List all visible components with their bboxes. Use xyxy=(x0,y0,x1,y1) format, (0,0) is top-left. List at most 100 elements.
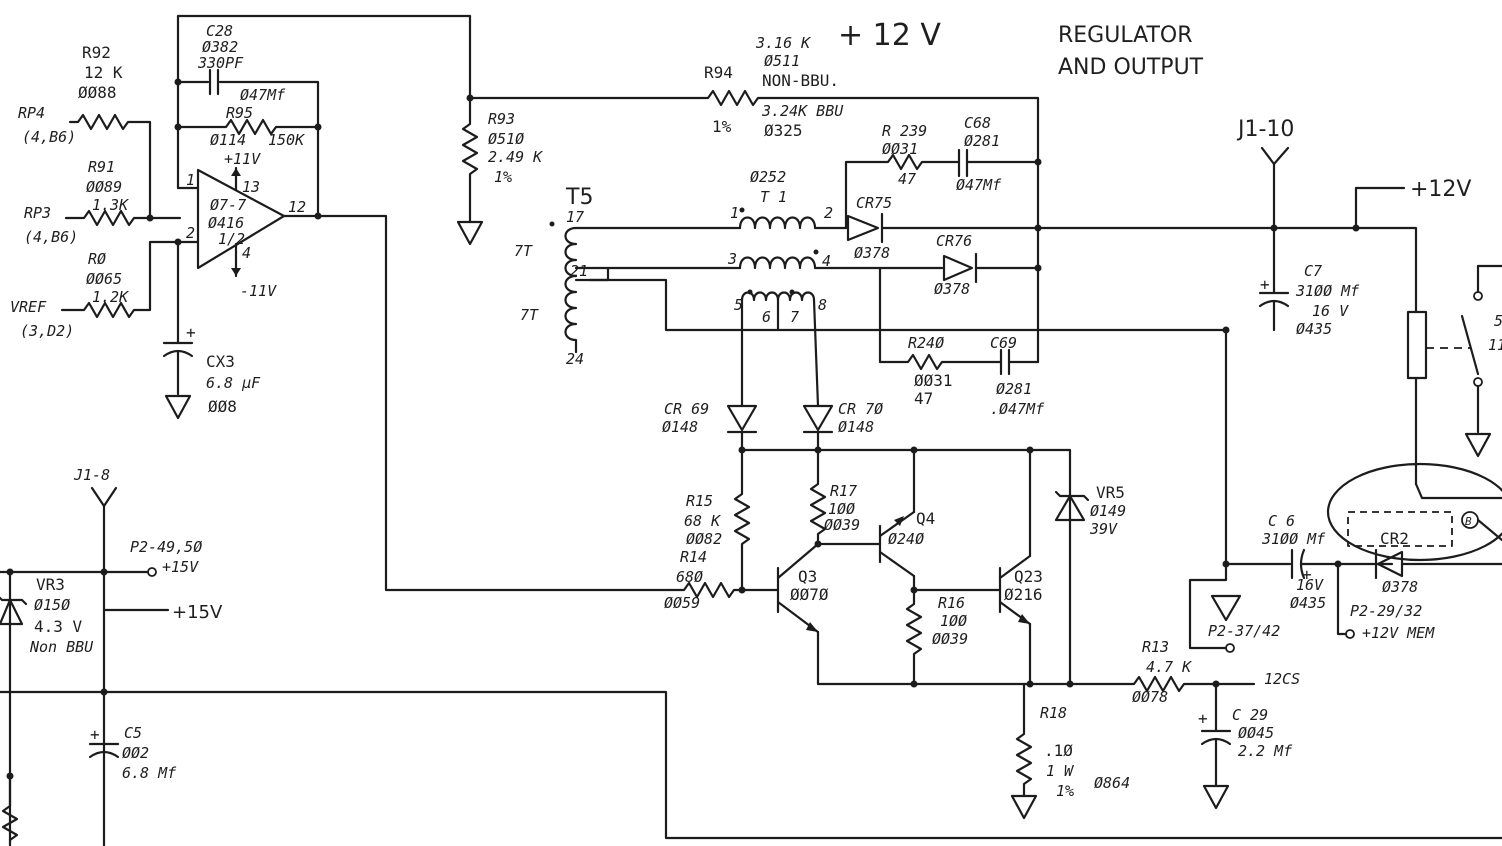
r90-value: 1.2K xyxy=(92,288,129,306)
c29-ref: C 29 xyxy=(1232,706,1268,724)
p2-49-label: +15V xyxy=(162,558,199,576)
opamp-u1 xyxy=(196,168,286,270)
j1-10-connector xyxy=(1260,146,1290,166)
relay-coil xyxy=(1406,310,1428,380)
q4-emitter xyxy=(878,550,916,578)
r91-part: ØØ89 xyxy=(86,178,122,196)
q23-collector xyxy=(998,554,1032,580)
r92-part: ØØ88 xyxy=(78,83,117,102)
p2-49-terminal xyxy=(147,567,157,577)
j1-8-connector xyxy=(90,486,118,508)
t5-bottom-wire xyxy=(588,278,1228,332)
r14-ref: R14 xyxy=(680,548,707,566)
c7-volt: 16 V xyxy=(1312,302,1349,320)
c29-ground-icon xyxy=(1202,784,1230,810)
rp4-loc: (4,B6) xyxy=(22,128,76,146)
cx3-value: 6.8 μF xyxy=(206,374,261,392)
relay-switch-arm xyxy=(1460,314,1480,376)
r93-tol: 1% xyxy=(494,168,512,186)
r15-ref: R15 xyxy=(686,492,713,510)
r94-resistor xyxy=(468,89,1040,364)
p2-29-wire xyxy=(1336,562,1348,636)
backup-module-outline xyxy=(1326,462,1502,562)
r17-ref: R17 xyxy=(830,482,857,500)
opamp-pin-13: 13 xyxy=(242,178,260,196)
t5-ref: T5 xyxy=(565,185,593,210)
r13-value: 4.7 K xyxy=(1146,658,1192,676)
r16-value: 1ØØ xyxy=(940,612,967,630)
module-terminal-lead xyxy=(1476,518,1502,542)
p2-37-ref: P2-37/42 xyxy=(1208,622,1280,640)
r17-resistor xyxy=(809,448,827,546)
snubber-a xyxy=(844,153,960,230)
junction-q3-base xyxy=(738,586,746,594)
cr76-diode xyxy=(942,254,974,282)
r16-part: ØØ39 xyxy=(932,630,968,648)
vr5-zener xyxy=(1054,494,1086,522)
q4-arrow xyxy=(894,516,904,526)
t1-dot-4 xyxy=(813,249,819,255)
q23-ref: Q23 xyxy=(1014,567,1043,586)
r94-n1: NON-BBU. xyxy=(762,71,839,90)
r94-p2: Ø325 xyxy=(764,121,803,140)
vr5-ref: VR5 xyxy=(1096,483,1125,502)
t1-dot-1 xyxy=(739,207,745,213)
r94-p1: Ø511 xyxy=(764,52,800,70)
opamp-pin-2: 2 xyxy=(186,224,195,242)
t1-pin-1: 1 xyxy=(730,204,739,222)
relay-hint-a: 5 xyxy=(1494,312,1502,330)
cr70-ref: CR 7Ø xyxy=(838,400,883,418)
p2-29-label: +12V MEM xyxy=(1362,624,1435,642)
c5-plus: + xyxy=(90,725,100,744)
c6-plus: + xyxy=(1302,565,1312,584)
r239-ref: R 239 xyxy=(882,122,927,140)
opamp-to-q3-wire xyxy=(316,214,672,592)
c68-ref: C68 xyxy=(964,114,991,132)
r14-part: ØØ59 xyxy=(664,594,700,612)
junction-ground-bus xyxy=(100,688,108,696)
r94-v1: 3.16 K xyxy=(755,34,811,52)
r17-part: ØØ39 xyxy=(824,516,860,534)
q4-part: Ø24Ø xyxy=(888,530,924,548)
r240-part: ØØ31 xyxy=(914,371,953,390)
t1-pin-4: 4 xyxy=(822,252,831,270)
r13-part: ØØ78 xyxy=(1132,688,1168,706)
opamp-vpos: +11V xyxy=(224,150,261,168)
unreg-rail xyxy=(740,448,1072,686)
cr2-part: Ø378 xyxy=(1382,578,1418,596)
cx3-part: ØØ8 xyxy=(208,397,237,416)
r16-ref: R16 xyxy=(938,594,965,612)
cr75-part: Ø378 xyxy=(854,244,890,262)
r239-part: ØØ31 xyxy=(882,140,918,158)
r93-value: 2.49 K xyxy=(488,148,543,166)
r18-part: Ø864 xyxy=(1094,774,1130,792)
c6-ref: C 6 xyxy=(1268,512,1295,530)
c6-part: Ø435 xyxy=(1290,594,1326,612)
c7-value: 31ØØ Mf xyxy=(1295,282,1360,300)
r95-part: Ø114 xyxy=(210,131,246,149)
r90-resistor xyxy=(60,240,200,319)
module-terminal-b-mark: B xyxy=(1465,515,1472,528)
vr3-note: Non BBU xyxy=(29,638,94,656)
rp3-ref: RP3 xyxy=(24,204,51,222)
net-12cs: 12CS xyxy=(1264,670,1300,688)
vr5-value: 39V xyxy=(1089,520,1118,538)
c69-value: .Ø47Mf xyxy=(990,400,1045,418)
cr70-part: Ø148 xyxy=(838,418,874,436)
cr70-diode xyxy=(802,404,834,432)
junction-input-neg xyxy=(146,214,154,222)
c28-right xyxy=(218,80,320,218)
cx3-plus: + xyxy=(186,323,196,342)
r18-value: .1Ø xyxy=(1044,741,1073,760)
cr2-dashed-box xyxy=(1347,511,1453,547)
out12-wire xyxy=(1354,186,1406,230)
r14-resistor xyxy=(668,581,780,599)
junction-return xyxy=(1222,326,1230,334)
r93-part: Ø51Ø xyxy=(488,130,524,148)
title-heading-1: REGULATOR xyxy=(1058,23,1192,48)
q23-emitter-arrow xyxy=(1018,614,1030,624)
q3-emitter-arrow xyxy=(806,622,818,632)
r13-resistor xyxy=(1068,675,1256,693)
cr75-diode xyxy=(846,214,880,242)
